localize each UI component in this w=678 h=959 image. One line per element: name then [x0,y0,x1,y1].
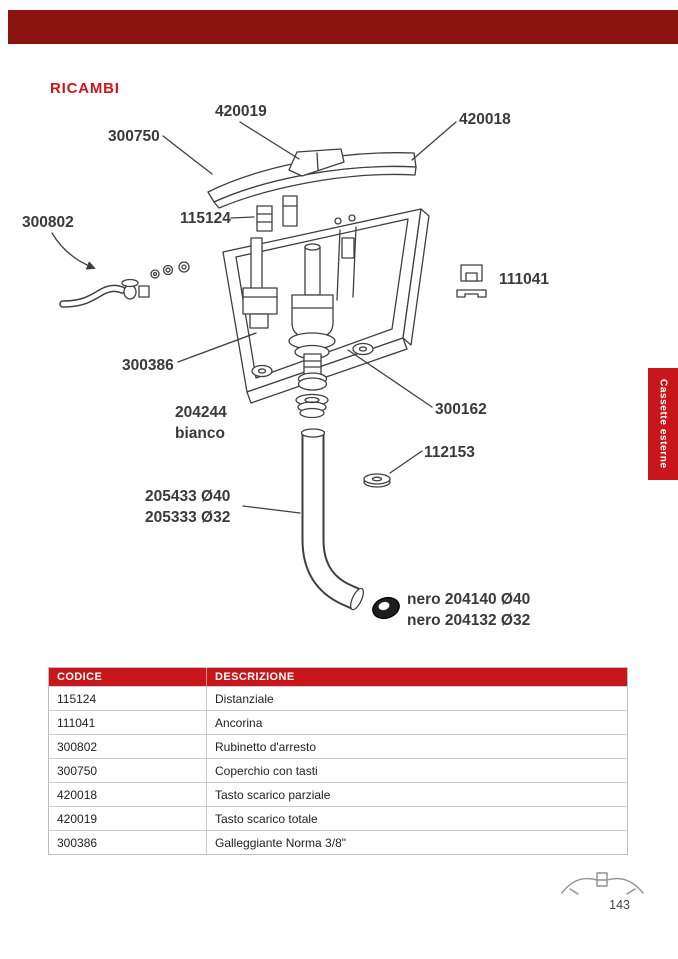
anchor-part [456,264,487,298]
flush-buttons [288,148,345,177]
cell-description: Coperchio con tasti [206,758,628,783]
white-gasket [295,393,329,419]
part-label-300802: 300802 [22,214,74,231]
cell-code: 300386 [48,830,207,855]
float-valve [242,237,278,329]
cell-code: 111041 [48,710,207,735]
lid [207,152,417,209]
cistern-tank [222,208,430,404]
column-header-descrizione: DESCRIZIONE [206,667,628,687]
top-banner [8,10,678,44]
part-label-115124: 115124 [180,210,231,227]
stop-valve-assembly [59,261,190,308]
washer [363,473,391,488]
part-label-205433: 205433 Ø40 205333 Ø32 [145,488,231,526]
cell-code: 115124 [48,686,207,711]
page-title: RICAMBI [50,80,120,97]
column-header-codice: CODICE [48,667,207,687]
table-header-row: CODICE DESCRIZIONE [48,667,628,687]
black-gasket [372,596,400,620]
table-row: 111041 Ancorina [48,710,628,735]
table-row: 300802 Rubinetto d'arresto [48,734,628,759]
part-label-111041: 111041 [499,271,550,288]
cell-code: 300750 [48,758,207,783]
section-tab-label: Cassette esterne [657,379,669,469]
cell-description: Tasto scarico totale [206,806,628,831]
partial-figure-art [561,872,644,895]
table-row: 300386 Galleggiante Norma 3/8" [48,830,628,855]
cell-code: 300802 [48,734,207,759]
part-label-300750: 300750 [108,128,160,145]
flush-pipe [300,428,364,611]
part-label-420018: 420018 [459,111,511,128]
spacer-part [256,195,298,232]
cell-description: Distanziale [206,686,628,711]
part-label-420019: 420019 [215,103,267,120]
table-row: 300750 Coperchio con tasti [48,758,628,783]
parts-table: CODICE DESCRIZIONE 115124 Distanziale 11… [48,667,628,855]
section-tab: Cassette esterne [648,368,678,480]
cell-description: Tasto scarico parziale [206,782,628,807]
cell-description: Ancorina [206,710,628,735]
part-label-300162: 300162 [435,401,487,418]
part-label-204140: nero 204140 Ø40 nero 204132 Ø32 [407,591,531,629]
cell-description: Galleggiante Norma 3/8" [206,830,628,855]
cell-description: Rubinetto d'arresto [206,734,628,759]
cell-code: 420018 [48,782,207,807]
table-row: 420019 Tasto scarico totale [48,806,628,831]
part-label-112153: 112153 [424,444,475,461]
table-row: 420018 Tasto scarico parziale [48,782,628,807]
page-number: 143 [609,898,630,912]
part-label-204244: 204244 bianco [175,404,227,442]
leader-lines [51,121,457,514]
part-label-300386: 300386 [122,357,174,374]
table-row: 115124 Distanziale [48,686,628,711]
cell-code: 420019 [48,806,207,831]
flush-valve [288,243,336,391]
